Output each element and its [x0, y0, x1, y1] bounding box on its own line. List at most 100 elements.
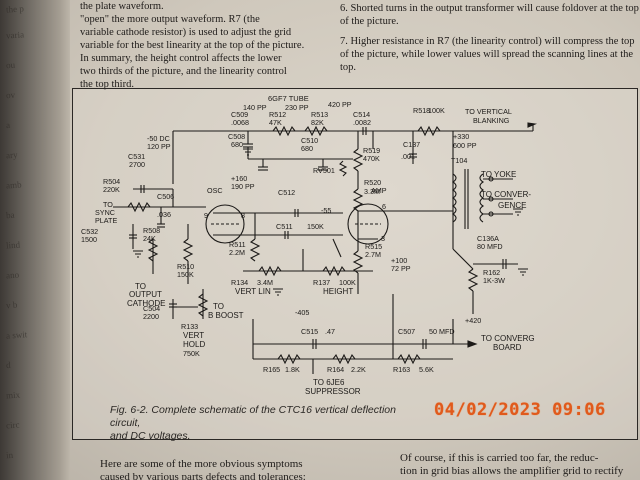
- schematic-wiring: [113, 122, 538, 374]
- label: C506: [157, 192, 174, 201]
- label: BOARD: [493, 343, 522, 352]
- label: R520: [364, 178, 381, 187]
- label: C511: [276, 222, 293, 231]
- label: 72 PP: [391, 264, 411, 273]
- label: 680: [231, 140, 243, 149]
- label: C507: [398, 327, 415, 336]
- text-line: Here are some of the more obvious sympto…: [100, 458, 303, 470]
- text-line: variable cathode resistor) is used to ad…: [80, 27, 292, 38]
- left-fragment: lind: [5, 239, 21, 251]
- label: C514: [353, 110, 370, 119]
- label: R508: [143, 226, 160, 235]
- label: 230 PP: [285, 103, 309, 112]
- label: R515: [365, 242, 382, 251]
- left-fragment: ary: [5, 149, 18, 161]
- label: 2.2M: [229, 248, 245, 257]
- label: C504: [143, 304, 160, 313]
- caption-line: Fig. 6-2. Complete schematic of the CTC1…: [110, 404, 396, 429]
- caption-line: and DC voltages.: [110, 430, 191, 442]
- label: .036: [157, 210, 171, 219]
- label: 5.6K: [419, 365, 434, 374]
- label: .0082: [353, 118, 371, 127]
- label: R512: [269, 110, 286, 119]
- label: BLANKING: [473, 116, 510, 125]
- label: -55: [321, 206, 331, 215]
- text-line: the top third.: [80, 79, 134, 90]
- label: 150K: [307, 222, 324, 231]
- label: TO YOKE: [481, 170, 516, 179]
- tube-title: 6GF7 TUBE: [268, 94, 309, 103]
- left-fragment: in: [5, 449, 14, 461]
- label: R510: [177, 262, 194, 271]
- label: TO CONVERG: [481, 334, 535, 343]
- label: 140 PP: [243, 103, 267, 112]
- paragraph-item-6: 6. Shorted turns in the output transform…: [340, 3, 639, 27]
- camera-timestamp: 04/02/2023 09:06: [434, 400, 606, 420]
- label: TO VERTICAL: [465, 107, 512, 116]
- label: 220K: [103, 185, 120, 194]
- label: +420: [465, 316, 481, 325]
- schematic-diagram: 6GF7 TUBE 140 PP C509 .0068 R512 47K 230…: [81, 94, 538, 396]
- label: C512: [278, 188, 295, 197]
- label: AMP: [371, 186, 387, 195]
- label: 47K: [269, 118, 282, 127]
- label: C510: [301, 136, 318, 145]
- label: 2200: [143, 312, 159, 321]
- left-fragment: mix: [5, 389, 21, 401]
- label: R162: [483, 268, 500, 277]
- label: HOLD: [183, 340, 205, 349]
- label: GENCE: [498, 201, 526, 210]
- book-page: the plate waveform. "open" the more outp…: [70, 0, 640, 480]
- label: R164: [327, 365, 344, 374]
- label: +100: [391, 256, 407, 265]
- left-fragment: a swit: [5, 329, 28, 341]
- left-fragment: circ: [5, 419, 20, 431]
- paragraph-item-7: 7. Higher resistance in R7 (the linearit…: [340, 36, 635, 73]
- figure-frame: 6GF7 TUBE 140 PP C509 .0068 R512 47K 230…: [72, 88, 638, 440]
- label: 50 MFD: [429, 327, 455, 336]
- label: 2700: [129, 160, 145, 169]
- label: SUPPRESSOR: [305, 387, 361, 396]
- label: TO: [103, 200, 113, 209]
- label: 100K: [428, 106, 445, 115]
- label: 1.8K: [285, 365, 300, 374]
- label: R511: [229, 240, 246, 249]
- label: -405: [295, 308, 309, 317]
- label: C508: [228, 132, 245, 141]
- left-fragment: varia: [5, 29, 25, 41]
- label: VERT LIN: [235, 287, 271, 296]
- text-line: two thirds of the picture, and the linea…: [80, 66, 287, 77]
- label: C137: [403, 140, 420, 149]
- bottom-right-paragraph: Of course, if this is carried too far, t…: [400, 452, 640, 478]
- label: 3.3M: [364, 187, 380, 196]
- bottom-left-paragraph: Here are some of the more obvious sympto…: [100, 458, 340, 480]
- label: 9: [204, 211, 208, 220]
- label: OUTPUT: [129, 290, 162, 299]
- label: .0068: [231, 118, 249, 127]
- label: 3.4M: [257, 278, 273, 287]
- label: -50 DC: [147, 134, 170, 143]
- label: 2.2K: [351, 365, 366, 374]
- label: 6: [382, 202, 386, 211]
- label: C531: [128, 152, 145, 161]
- label: 190 PP: [231, 182, 255, 191]
- left-fragment: ov: [5, 89, 16, 101]
- schematic-labels: 6GF7 TUBE 140 PP C509 .0068 R512 47K 230…: [81, 94, 535, 396]
- text-line: Of course, if this is carried too far, t…: [400, 452, 599, 464]
- label: C509: [231, 110, 248, 119]
- label: +330: [453, 132, 469, 141]
- text-line: caused by various parts defects and tole…: [100, 471, 306, 480]
- figure-caption: Fig. 6-2. Complete schematic of the CTC1…: [110, 404, 410, 443]
- label: R513: [311, 110, 328, 119]
- label: R165: [263, 365, 280, 374]
- label: OSC: [207, 186, 223, 195]
- label: 750K: [183, 349, 200, 358]
- text-line: variable for the best linearity at the t…: [80, 40, 305, 51]
- text-line: In summary, the height control affects t…: [80, 53, 282, 64]
- label: 420 PP: [328, 100, 352, 109]
- label: R137: [313, 278, 330, 287]
- label: 24K: [143, 234, 156, 243]
- label: R504: [103, 177, 120, 186]
- label: 120 PP: [147, 142, 171, 151]
- label: CATHODE: [127, 299, 166, 308]
